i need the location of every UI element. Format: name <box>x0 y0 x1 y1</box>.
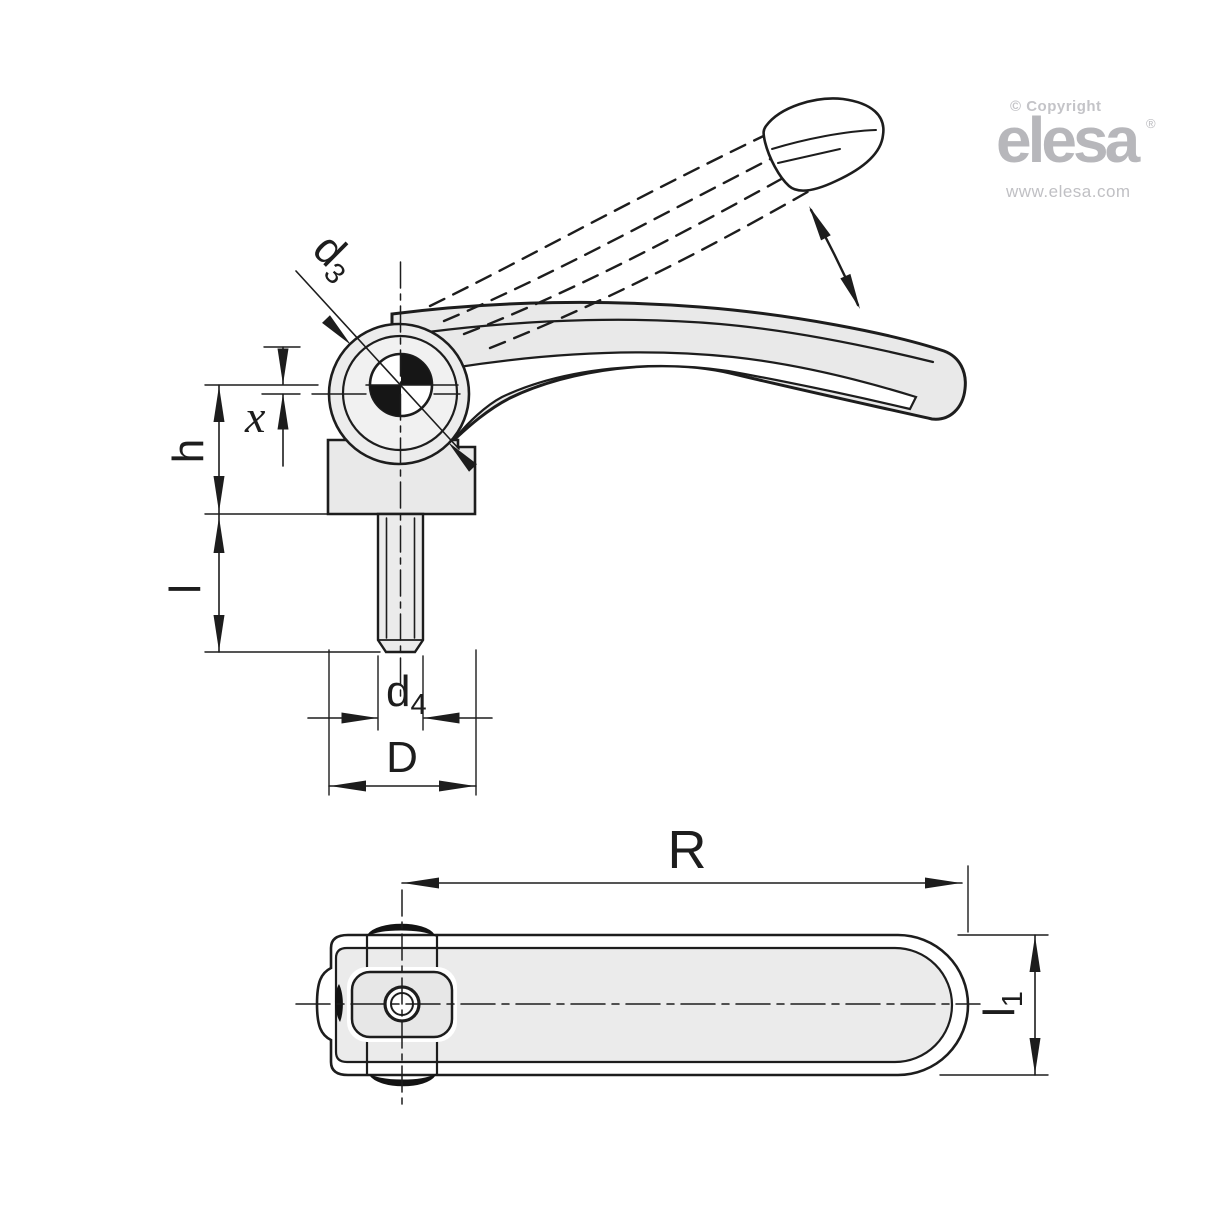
dimension-arrow <box>1029 936 1041 972</box>
dimension-arrow <box>439 780 475 792</box>
dim-label-l: l <box>161 584 210 594</box>
dim-label-h: h <box>164 439 213 463</box>
extension-lines <box>204 346 477 796</box>
lever-handle-face-band <box>450 351 918 438</box>
dimension-arrow <box>403 877 439 889</box>
dim-label-x: x <box>244 391 266 442</box>
registered-mark: ® <box>1146 116 1156 131</box>
dimension-arrow <box>213 517 225 553</box>
lever-handle-ridge-line <box>426 318 935 364</box>
dim-label-d4: d4 <box>386 667 427 721</box>
dimension-arrow <box>1029 1038 1041 1074</box>
rotation-arrowhead <box>840 273 866 312</box>
website-text: www.elesa.com <box>1006 182 1131 201</box>
dimension-arrow <box>277 393 289 430</box>
lever-bottom-inner-face <box>334 946 954 1064</box>
end-slot-mark <box>334 984 343 1022</box>
dimension-arrow <box>925 877 961 889</box>
dimension-arrow <box>341 712 378 724</box>
pivot-quadrant-fill <box>370 385 401 416</box>
dimension-arrow <box>213 476 225 512</box>
pivot-quadrant-fill <box>401 354 432 385</box>
handle-open-position-dashed <box>428 128 820 350</box>
dimension-d4: d4 <box>307 667 493 724</box>
dim-label-R: R <box>668 820 707 880</box>
dim-label-l1: l1 <box>975 991 1029 1017</box>
bottom-view: R l1 <box>295 820 1049 1109</box>
cam-hump-bottom <box>369 1073 438 1087</box>
dim-label-d3: d3 <box>300 224 367 291</box>
dimension-D: D <box>328 733 477 792</box>
dimension-arrow <box>330 780 366 792</box>
rotation-arrowhead <box>804 203 831 241</box>
cam-hump-top <box>367 923 437 937</box>
elesa-logo: elesa <box>996 104 1140 176</box>
dimension-x: x <box>244 346 289 467</box>
dimension-arrow <box>322 315 355 349</box>
dimension-arrow <box>213 386 225 422</box>
handle-open-position-tip <box>762 97 885 192</box>
dimension-R: R <box>401 820 969 933</box>
dimension-arrow <box>277 348 289 385</box>
rotation-arrow <box>804 203 866 312</box>
side-view: x h l d3 d4 <box>161 97 967 796</box>
dim-label-D: D <box>386 733 418 782</box>
dimension-l1: l1 <box>939 934 1049 1076</box>
dimension-arrow <box>423 712 460 724</box>
dimension-arrow <box>213 615 225 651</box>
copyright-text: © Copyright <box>1010 98 1102 115</box>
dimension-h-l: h l <box>161 384 225 653</box>
